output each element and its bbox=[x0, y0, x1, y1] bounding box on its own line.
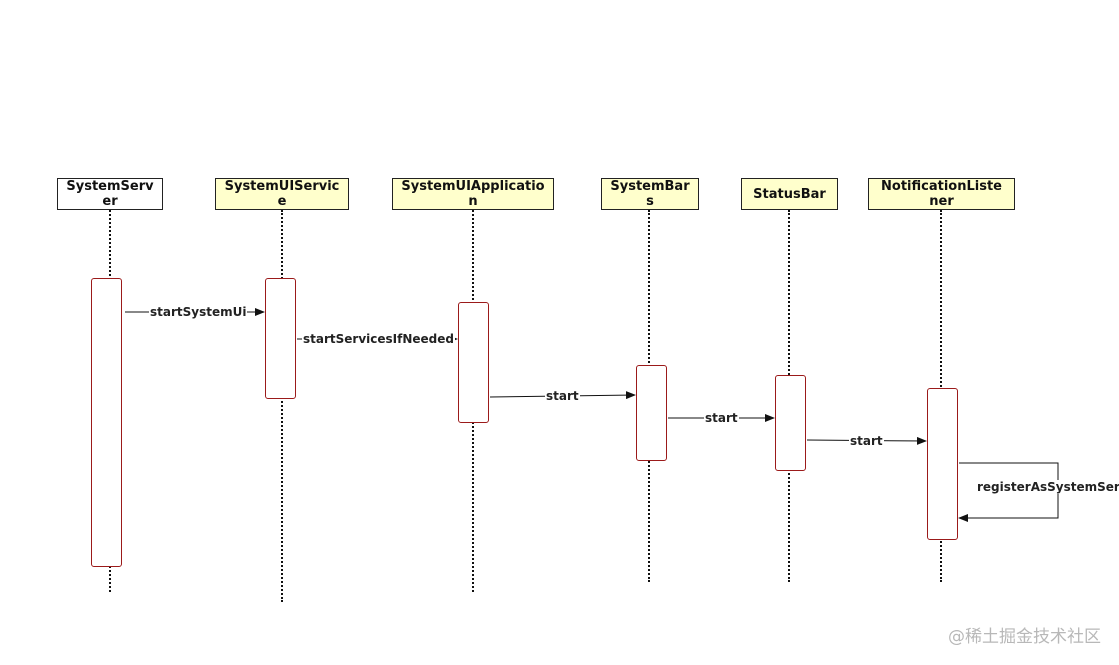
actor-systemuiservice-line1: SystemUIServic bbox=[224, 179, 340, 194]
actor-systemuiservice-line2: e bbox=[277, 194, 287, 209]
actor-systemuiapplication-line1: SystemUIApplicatio bbox=[401, 179, 545, 194]
actor-systembars: SystemBar s bbox=[601, 178, 699, 210]
actor-systemserver-line1: SystemServ bbox=[66, 179, 154, 194]
actor-systembars-line2: s bbox=[646, 194, 654, 209]
actor-statusbar: StatusBar bbox=[741, 178, 838, 210]
activation-systemuiapplication bbox=[458, 302, 489, 423]
message-label-startservicesifneeded: startServicesIfNeeded bbox=[302, 332, 455, 346]
actor-systembars-line1: SystemBar bbox=[610, 179, 690, 194]
actor-systemuiapplication: SystemUIApplicatio n bbox=[392, 178, 554, 210]
message-label-registerassystemservice: registerAsSystemServ bbox=[976, 480, 1119, 494]
actor-notificationlistener-line2: ner bbox=[929, 194, 954, 209]
lifeline-systemuiservice bbox=[281, 210, 283, 602]
activation-statusbar bbox=[775, 375, 806, 471]
message-label-start-3: start bbox=[849, 434, 884, 448]
actor-systemuiapplication-line2: n bbox=[468, 194, 478, 209]
actor-statusbar-line1: StatusBar bbox=[753, 186, 826, 202]
actor-systemserver: SystemServ er bbox=[57, 178, 163, 210]
activation-systemuiservice bbox=[265, 278, 296, 399]
activation-systembars bbox=[636, 365, 667, 461]
message-label-start-2: start bbox=[704, 411, 739, 425]
watermark: @稀土掘金技术社区 bbox=[948, 627, 1101, 647]
activation-notificationlistener bbox=[927, 388, 958, 540]
actor-systemserver-line2: er bbox=[102, 194, 118, 209]
actor-notificationlistener: NotificationListe ner bbox=[868, 178, 1015, 210]
activation-systemserver bbox=[91, 278, 122, 567]
actor-systemuiservice: SystemUIServic e bbox=[215, 178, 349, 210]
message-label-start-1: start bbox=[545, 389, 580, 403]
message-label-startsystemui: startSystemUi bbox=[149, 305, 248, 319]
actor-notificationlistener-line1: NotificationListe bbox=[881, 179, 1002, 194]
